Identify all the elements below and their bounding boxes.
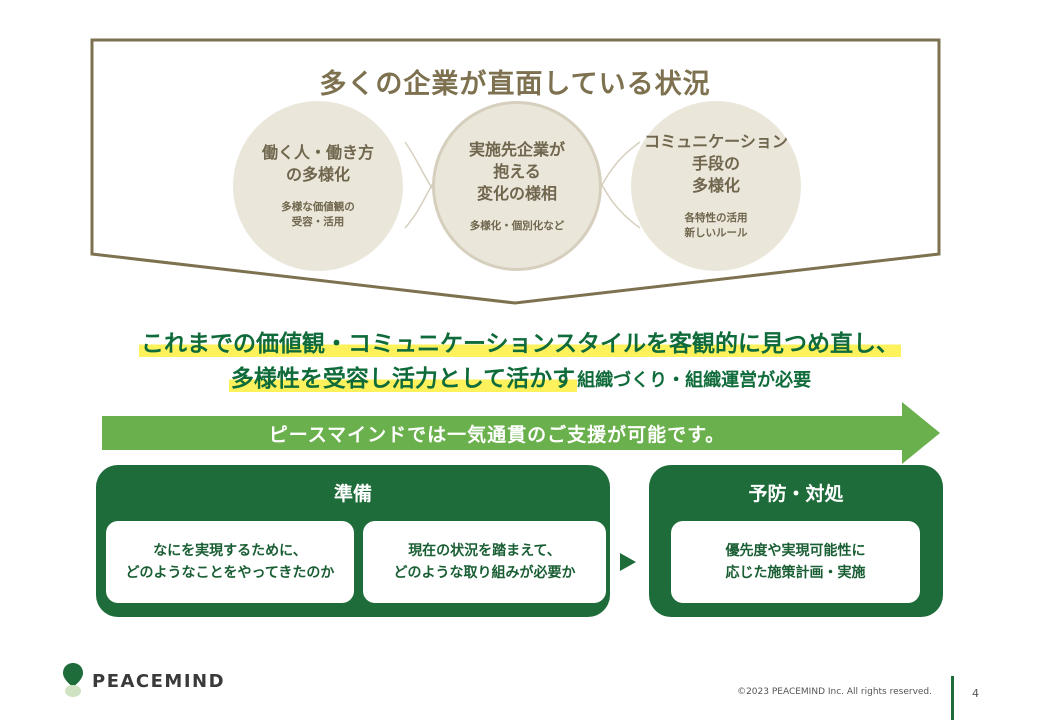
key-message-rest: 組織づくり・組織運営が必要 [577, 370, 812, 391]
key-message-line2: 多様性を受容し活力として活かす組織づくり・組織運営が必要 [0, 359, 1040, 393]
map-pin-icon [63, 663, 83, 697]
footer-divider [951, 676, 954, 720]
key-message-highlight: これまでの価値観・コミュニケーションスタイルを客観的に見つめ直し、 [138, 331, 902, 357]
circle-sub-text: 多様な価値観の 受容・活用 [281, 201, 355, 228]
company-logo-text: PEACEMIND [92, 671, 226, 692]
prepare-card-now: 現在の状況を踏まえて、 どのような取り組みが必要か [363, 521, 606, 603]
situation-title: 多くの企業が直面している状況 [319, 69, 711, 100]
circle-main-text: 実施先企業が 抱える 変化の様相 [468, 139, 565, 203]
page-number: 4 [972, 687, 979, 700]
support-arrow-banner [102, 402, 940, 464]
prepare-card-past: なにを実現するために、 どのようなことをやってきたのか [106, 521, 354, 603]
next-step-arrow-icon [620, 553, 636, 571]
copyright-text: ©2023 PEACEMIND Inc. All rights reserved… [737, 687, 932, 697]
prevent-title: 予防・対処 [748, 483, 844, 505]
circle-main-text: コミュニケーション 手段の 多様化 [644, 132, 788, 195]
circle-main-text: 働く人・働き方 の多様化 [261, 143, 374, 184]
support-arrow-text: ピースマインドでは一気通貫のご支援が可能です。 [268, 424, 726, 446]
key-message-highlight: 多様性を受容し活力として活かす [228, 366, 578, 392]
key-message-line1: これまでの価値観・コミュニケーションスタイルを客観的に見つめ直し、 [0, 324, 1040, 358]
circle-communication-diversity: コミュニケーション 手段の 多様化 各特性の活用 新しいルール [631, 101, 801, 271]
circle-sub-text: 多様化・個別化など [469, 219, 565, 232]
prepare-title: 準備 [333, 483, 372, 505]
prevent-card: 優先度や実現可能性に 応じた施策計画・実施 [671, 521, 920, 603]
circle-company-change: 実施先企業が 抱える 変化の様相 多様化・個別化など [432, 101, 602, 271]
circle-worker-diversity: 働く人・働き方 の多様化 多様な価値観の 受容・活用 [233, 101, 403, 271]
circle-sub-text: 各特性の活用 新しいルール [684, 212, 748, 239]
